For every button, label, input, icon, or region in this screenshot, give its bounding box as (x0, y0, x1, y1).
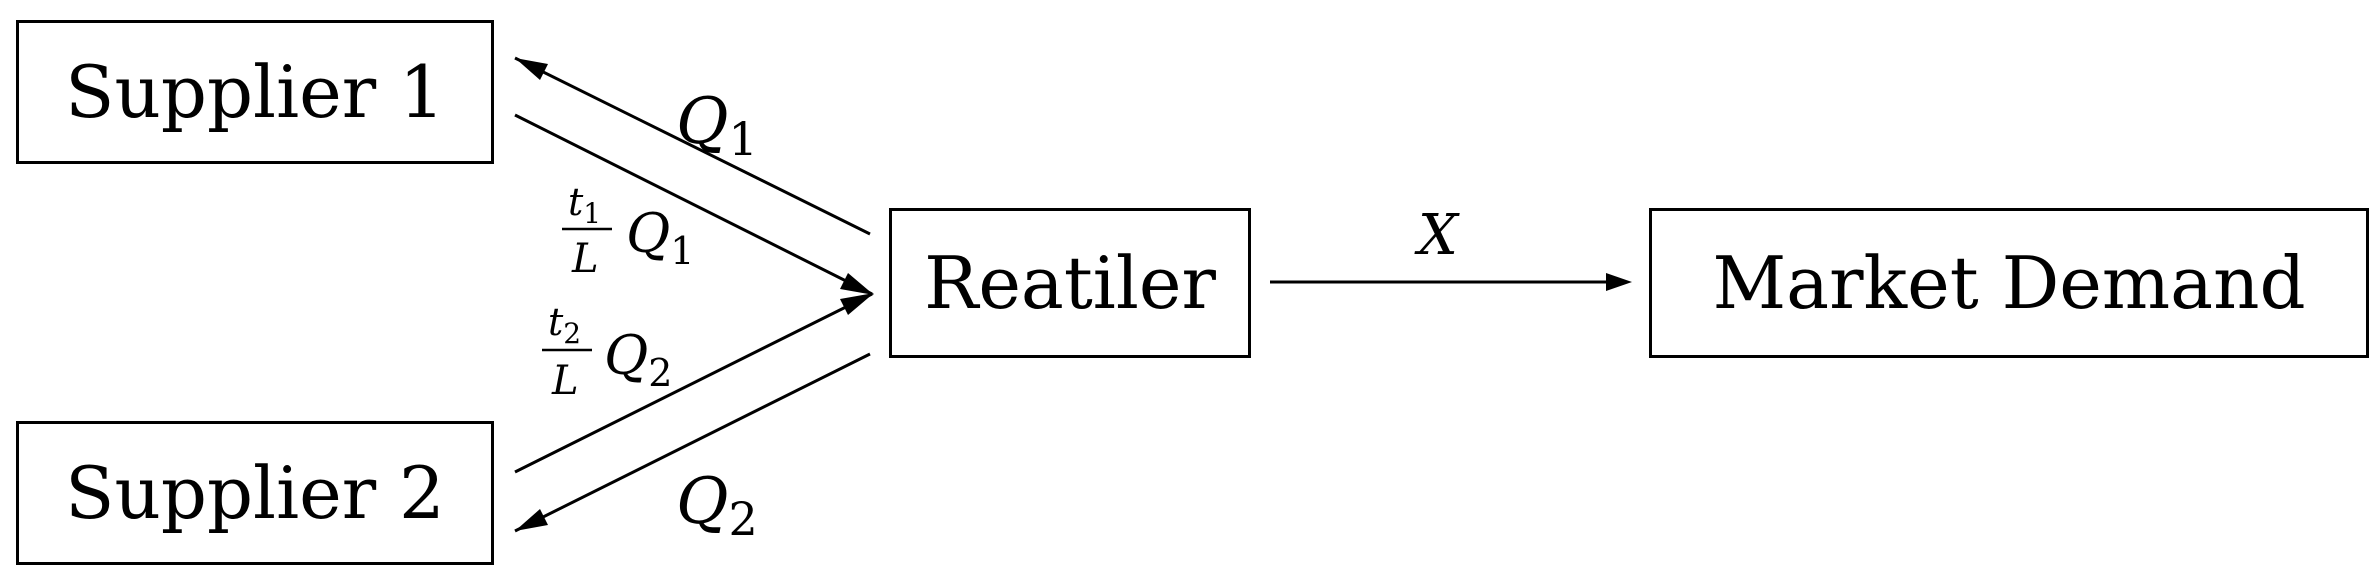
arrowhead-retailer-top (840, 273, 874, 295)
arrowhead-supplier2 (515, 509, 548, 531)
flow2-numerator: t2 (548, 300, 581, 350)
label-flow1: t1 L Q1 (562, 180, 694, 282)
arrowhead-supplier1 (515, 58, 548, 80)
arrowhead-market (1606, 273, 1632, 291)
flow1-denominator: L (571, 236, 599, 282)
label-x: X (1414, 203, 1460, 268)
retailer-label: Reatiler (924, 241, 1216, 325)
flow1-numerator: t1 (568, 180, 601, 230)
supplier-2-box: Supplier 2 (16, 421, 494, 565)
label-q1: Q1 (676, 85, 758, 166)
arrowhead-retailer-bottom (840, 293, 874, 315)
market-demand-box: Market Demand (1649, 208, 2369, 358)
arrow-supplier1-to-retailer (514, 113, 873, 296)
flow2-quantity: Q2 (604, 324, 672, 395)
label-flow2: t2 L Q2 (542, 300, 672, 404)
retailer-box: Reatiler (889, 208, 1251, 358)
supplier-1-box: Supplier 1 (16, 20, 494, 164)
supplier-2-label: Supplier 2 (65, 451, 445, 535)
arrow-retailer-to-supplier2 (514, 352, 871, 533)
flow1-quantity: Q1 (626, 202, 694, 273)
label-q2: Q2 (676, 465, 758, 546)
supplier-1-label: Supplier 1 (65, 50, 445, 134)
flow2-denominator: L (551, 358, 579, 404)
arrow-supplier2-to-retailer (514, 292, 873, 474)
market-demand-label: Market Demand (1712, 241, 2306, 325)
arrow-retailer-to-supplier1 (514, 56, 871, 236)
